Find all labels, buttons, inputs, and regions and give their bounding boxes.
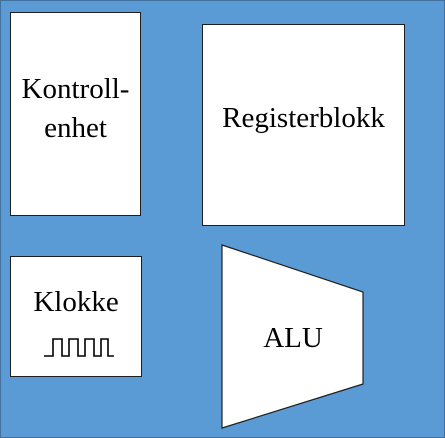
- control-unit-block: Kontroll- enhet: [10, 12, 141, 216]
- register-block-label: Registerblokk: [222, 101, 385, 134]
- square-wave-icon: [44, 338, 114, 357]
- control-unit-label: Kontroll- enhet: [22, 70, 130, 148]
- clock-label: Klokke: [33, 286, 119, 318]
- alu-trapezoid: [221, 244, 364, 429]
- control-unit-label-line1: Kontroll-: [21, 73, 130, 105]
- register-block: Registerblokk: [202, 24, 405, 226]
- clock-block: Klokke: [10, 256, 142, 377]
- alu-label: ALU: [263, 322, 323, 354]
- control-unit-label-line2: enhet: [44, 112, 107, 144]
